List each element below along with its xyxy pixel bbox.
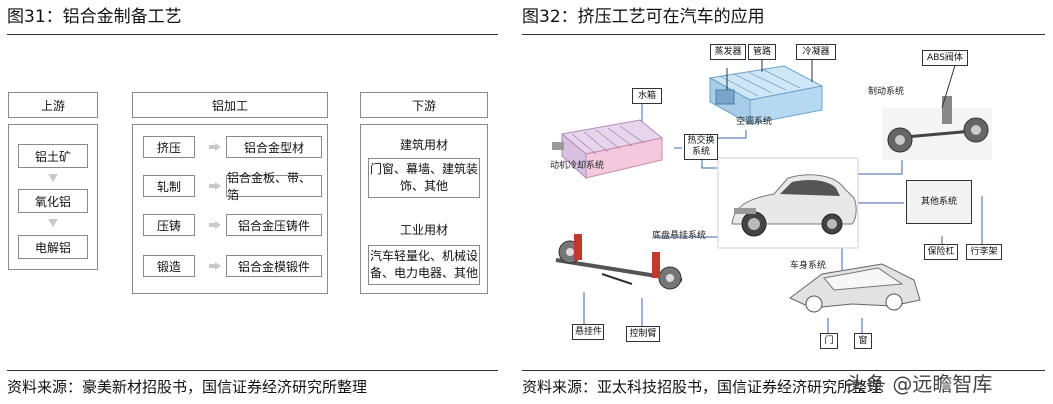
arrow-right-icon xyxy=(209,262,221,270)
label-window: 窗 xyxy=(854,333,872,349)
brake-illustration xyxy=(882,61,992,160)
processing-header: 铝加工 xyxy=(132,92,328,118)
ac-system-illustration xyxy=(708,60,824,125)
label-body-system: 车身系统 xyxy=(790,261,827,271)
upstream-panel: 铝土矿 氧化铝 电解铝 xyxy=(8,124,98,270)
process-rolling: 轧制 xyxy=(143,175,195,197)
product-label: 铝合金压铸件 xyxy=(237,218,310,233)
upstream-header-label: 上游 xyxy=(40,98,65,113)
process-label: 挤压 xyxy=(156,140,181,155)
downstream-header-label: 下游 xyxy=(411,98,436,113)
arrow-right-icon xyxy=(209,182,221,190)
left-figure-title: 图31：铝合金制备工艺 xyxy=(7,7,182,27)
downstream-line: 饰、其他 xyxy=(399,179,448,193)
downstream-panel: 建筑用材 门窗、幕墙、建筑装 饰、其他 工业用材 汽车轻量化、机械设 备、电力电… xyxy=(360,124,488,294)
downstream-construction-box: 门窗、幕墙、建筑装 饰、其他 xyxy=(368,158,480,198)
label-pipes: 管路 xyxy=(748,44,776,60)
label-engine-cooling: 动机冷却系统 xyxy=(550,161,605,171)
left-source-rule xyxy=(7,370,498,371)
product-die-casting: 铝合金压铸件 xyxy=(226,214,322,236)
upstream-item-label: 氧化铝 xyxy=(34,194,71,209)
label-evaporator: 蒸发器 xyxy=(710,44,746,60)
label-brake-system: 制动系统 xyxy=(868,87,905,97)
left-title-rule xyxy=(7,34,498,35)
upstream-item-bauxite: 铝土矿 xyxy=(18,144,88,168)
downstream-section-title-industrial: 工业用材 xyxy=(399,223,448,237)
process-label: 锻造 xyxy=(156,259,181,274)
label-water-tank: 水箱 xyxy=(632,88,662,104)
right-source-rule xyxy=(522,370,1045,371)
right-title-rule xyxy=(522,34,1045,35)
suspension-illustration xyxy=(555,234,683,290)
product-rolling: 铝合金板、带、箔 xyxy=(226,171,322,202)
left-figure-source: 资料来源：豪美新材招股书，国信证券经济研究所整理 xyxy=(7,378,368,396)
downstream-line: 汽车轻量化、机械设 xyxy=(369,249,478,263)
arrow-down-icon xyxy=(48,219,58,227)
arrow-right-icon xyxy=(209,143,221,151)
label-suspension: 悬挂件 xyxy=(572,324,604,340)
upstream-item-alumina: 氧化铝 xyxy=(18,189,88,213)
process-extrusion: 挤压 xyxy=(143,136,195,158)
other-system-text: 其他系统 xyxy=(920,197,957,207)
label-bumper: 保险杠 xyxy=(924,244,958,260)
label-chassis: 底盘悬挂系统 xyxy=(652,231,707,241)
upstream-header: 上游 xyxy=(8,92,98,118)
product-forging: 铝合金模锻件 xyxy=(226,255,322,277)
radiator-illustration xyxy=(552,119,664,180)
processing-panel: 挤压 铝合金型材 轧制 铝合金板、带、箔 压铸 铝合金压铸件 锻造 铝合金模锻件 xyxy=(132,124,328,294)
label-other-system: 其他系统 xyxy=(906,180,972,224)
car-body-illustration xyxy=(789,263,921,313)
downstream-industrial-box: 汽车轻量化、机械设 备、电力电器、其他 xyxy=(368,245,480,285)
car-application-diagram xyxy=(552,60,992,334)
process-forging: 锻造 xyxy=(143,255,195,277)
product-label: 铝合金模锻件 xyxy=(237,259,310,274)
arrow-down-icon xyxy=(48,174,58,182)
product-extrusion: 铝合金型材 xyxy=(226,136,322,158)
right-figure-title: 图32：挤压工艺可在汽车的应用 xyxy=(522,7,765,27)
label-luggage-rack: 行李架 xyxy=(966,244,1002,260)
label-ac-system: 空调系统 xyxy=(736,117,773,127)
label-abs-valve: ABS阀体 xyxy=(922,50,968,66)
label-control-arm: 控制臂 xyxy=(626,326,660,342)
process-die-casting: 压铸 xyxy=(143,214,195,236)
downstream-line: 门窗、幕墙、建筑装 xyxy=(369,162,478,176)
downstream-section-title-construction: 建筑用材 xyxy=(399,138,448,152)
upstream-item-electrolytic-aluminum: 电解铝 xyxy=(18,235,88,259)
product-label: 铝合金型材 xyxy=(243,140,304,155)
upstream-item-label: 铝土矿 xyxy=(34,149,71,164)
processing-header-label: 铝加工 xyxy=(211,98,248,113)
process-label: 轧制 xyxy=(156,179,181,194)
upstream-item-label: 电解铝 xyxy=(34,240,71,255)
car-illustration xyxy=(717,157,859,249)
label-condenser: 冷凝器 xyxy=(796,44,836,60)
downstream-line: 备、电力电器、其他 xyxy=(369,266,478,280)
downstream-header: 下游 xyxy=(360,92,488,118)
right-figure-source: 资料来源：亚太科技招股书，国信证券经济研究所整理 xyxy=(522,378,883,396)
label-heat-exchange: 热交换系统 xyxy=(684,134,718,160)
process-label: 压铸 xyxy=(156,218,181,233)
product-label: 铝合金板、带、箔 xyxy=(227,171,312,202)
watermark: 头条 @远瞻智库 xyxy=(846,372,993,396)
arrow-right-icon xyxy=(209,221,221,229)
label-door: 门 xyxy=(820,333,838,349)
